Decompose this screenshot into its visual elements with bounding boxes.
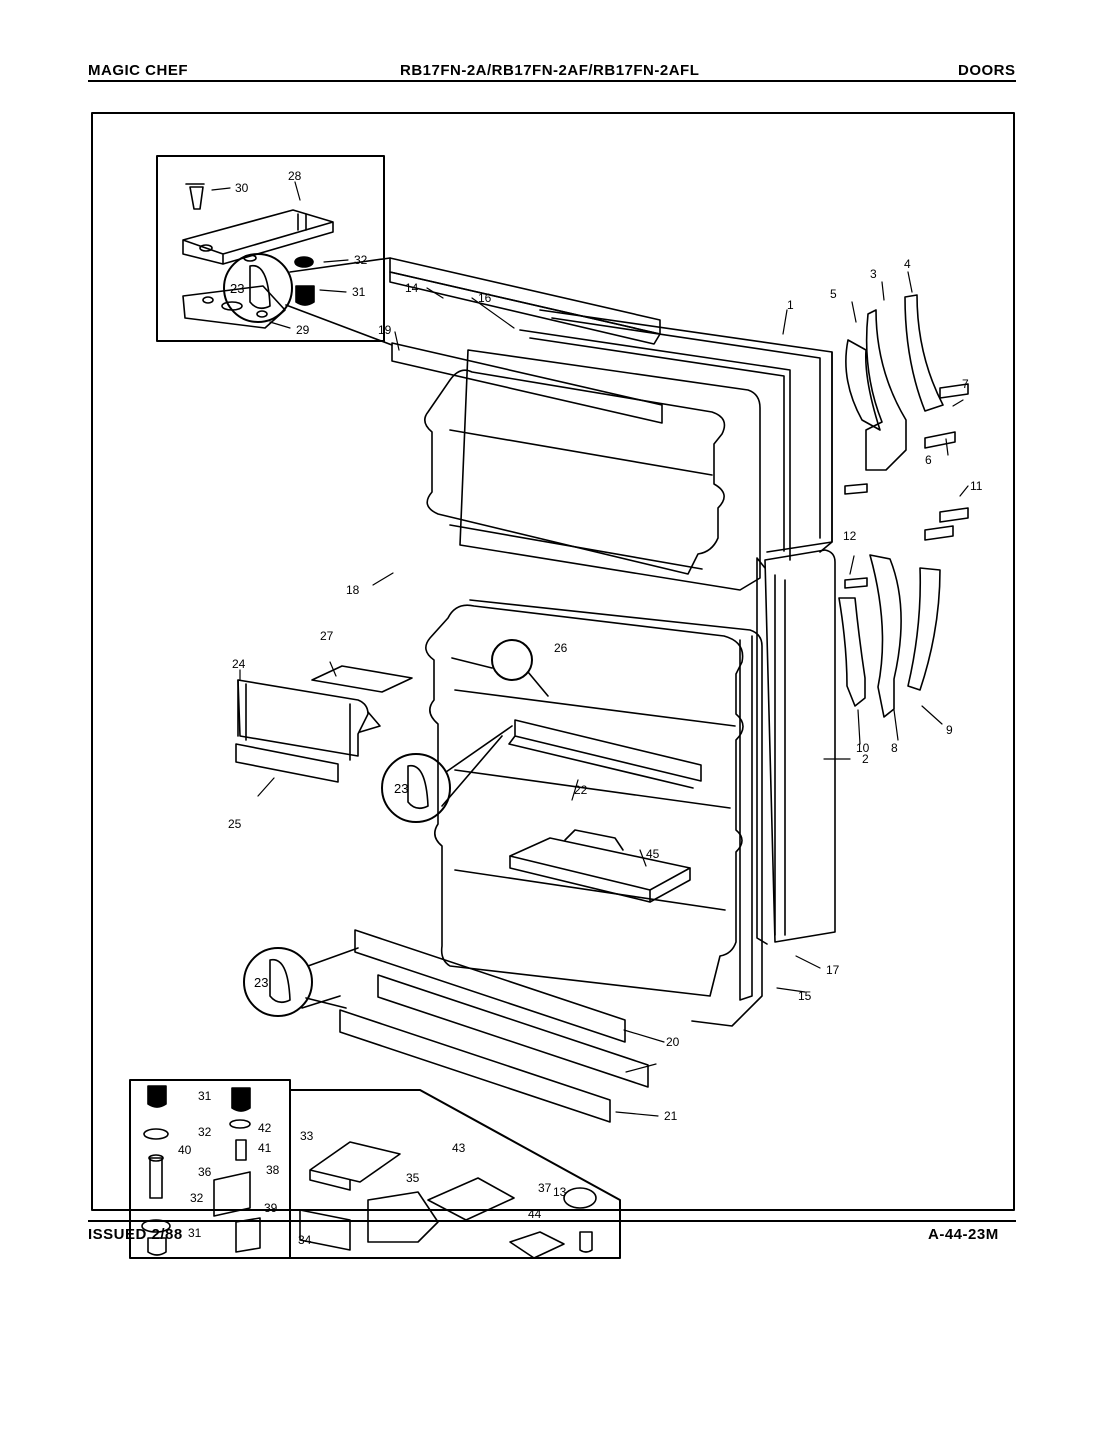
- callout-31-b: 31: [188, 1226, 202, 1240]
- bottom-shelf-rails: [339, 929, 649, 1123]
- callout-5: 5: [830, 287, 837, 301]
- issued-date: ISSUED 2/88: [88, 1226, 183, 1243]
- brand-title: MAGIC CHEF: [88, 62, 188, 79]
- callout-40: 40: [178, 1143, 192, 1157]
- callout-7: 7: [962, 377, 969, 391]
- footer-rule: [88, 1220, 1016, 1222]
- callout-8: 8: [891, 741, 898, 755]
- callout-17: 17: [826, 963, 840, 977]
- callout-20a: 20: [666, 1035, 680, 1049]
- small-brackets: [844, 383, 969, 589]
- callout-30: 30: [235, 181, 249, 195]
- callout-10: 10: [856, 741, 870, 755]
- callout-23-top: 23: [230, 281, 244, 296]
- callout-45: 45: [646, 847, 660, 861]
- callout-44: 44: [528, 1207, 542, 1221]
- callout-4: 4: [904, 257, 911, 271]
- callout-28: 28: [288, 169, 302, 183]
- callout-25: 25: [228, 817, 242, 831]
- callout-33: 33: [300, 1129, 314, 1143]
- leader-lines: [211, 181, 969, 1117]
- header-rule: [88, 80, 1016, 82]
- top-hinge-inset: [156, 155, 385, 342]
- callout-34: 34: [298, 1233, 312, 1247]
- callout-2: 2: [862, 752, 869, 766]
- callout-31-a: 31: [198, 1089, 212, 1103]
- callout-38: 38: [266, 1163, 280, 1177]
- magnifier-callouts: [223, 253, 549, 1017]
- callout-14: 14: [405, 281, 419, 295]
- callout-19: 19: [378, 323, 392, 337]
- callout-3: 3: [870, 267, 877, 281]
- callout-12: 12: [843, 529, 857, 543]
- callout-18: 18: [346, 583, 360, 597]
- callout-35: 35: [406, 1171, 420, 1185]
- model-numbers: RB17FN-2A/RB17FN-2AF/RB17FN-2AFL: [400, 62, 700, 79]
- document-code: A-44-23M: [928, 1226, 999, 1243]
- fresh-food-door: [756, 549, 836, 945]
- callout-1: 1: [787, 298, 794, 312]
- callout-32-a: 32: [198, 1125, 212, 1139]
- callout-21: 21: [664, 1109, 678, 1123]
- egg-tray: [509, 829, 691, 903]
- diagram-frame: [91, 112, 1015, 1211]
- callout-31-top: 31: [352, 285, 366, 299]
- callout-15: 15: [798, 989, 812, 1003]
- shelf-rail-22: [508, 719, 702, 789]
- fresh-food-liner: [425, 599, 763, 1027]
- freezer-shelf-bars: [389, 257, 663, 424]
- callout-16: 16: [478, 291, 492, 305]
- bottom-plates-inset: [289, 1089, 621, 1259]
- callout-23-mid: 23: [394, 781, 408, 796]
- callout-36: 36: [198, 1165, 212, 1179]
- callout-37: 37: [538, 1181, 552, 1195]
- freezer-liner: [424, 349, 761, 591]
- hinge-straps: [838, 294, 944, 718]
- callout-43: 43: [452, 1141, 466, 1155]
- section-title: DOORS: [958, 62, 1016, 79]
- callout-24: 24: [232, 657, 246, 671]
- callout-9: 9: [946, 723, 953, 737]
- callout-41: 41: [258, 1141, 272, 1155]
- callout-11: 11: [970, 479, 983, 493]
- callout-13: 13: [553, 1185, 567, 1199]
- dairy-door-parts: [235, 665, 413, 783]
- callout-23-bottom: 23: [254, 975, 268, 990]
- callout-32-b: 32: [190, 1191, 204, 1205]
- freezer-door: [519, 309, 833, 561]
- callout-29: 29: [296, 323, 310, 337]
- callout-32-top: 32: [354, 253, 368, 267]
- callout-27: 27: [320, 629, 334, 643]
- callout-22: 22: [574, 783, 588, 797]
- callout-42: 42: [258, 1121, 272, 1135]
- part-callouts: 1 2 3 4 5 6 7 8 9 10 11 12 13 14 15 16 1…: [178, 169, 983, 1247]
- callout-26: 26: [554, 641, 568, 655]
- callout-39: 39: [264, 1201, 278, 1215]
- callout-6: 6: [925, 453, 932, 467]
